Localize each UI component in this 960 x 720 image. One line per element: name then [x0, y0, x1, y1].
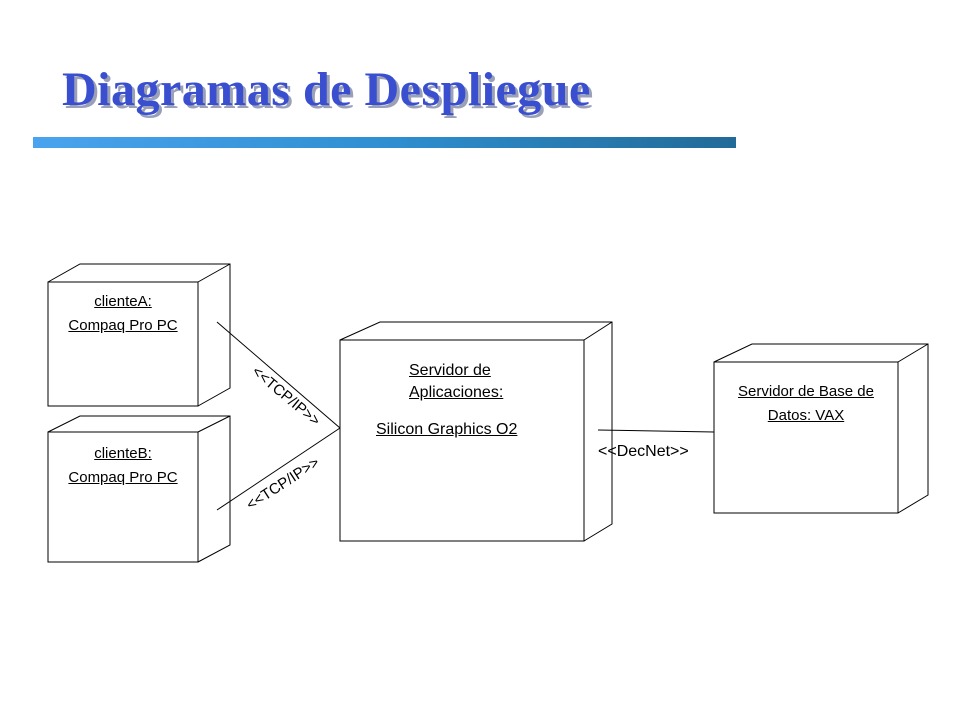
node-app-server-shape[interactable]	[339, 321, 613, 542]
clienteA-type: Compaq Pro PC	[68, 317, 178, 334]
node-app-server-label: Servidor de Aplicaciones:	[409, 360, 503, 405]
node-clienteB-shape[interactable]	[47, 415, 231, 563]
db-server-line1: Servidor de Base de	[738, 383, 874, 400]
node-clienteA-label: clienteA: Compaq Pro PC	[48, 290, 198, 338]
app-server-platform: Silicon Graphics O2	[376, 421, 518, 438]
clienteB-name: clienteB:	[94, 445, 152, 462]
node-db-server-label: Servidor de Base de Datos: VAX	[714, 380, 898, 428]
connector-appserver-dbserver	[597, 429, 715, 433]
connector-clienteA-appserver	[216, 321, 341, 429]
node-db-server-shape[interactable]	[713, 343, 929, 514]
node-clienteB-label: clienteB: Compaq Pro PC	[48, 442, 198, 490]
stereotype-decnet: <<DecNet>>	[598, 443, 689, 460]
node-clienteA-shape[interactable]	[47, 263, 231, 407]
connector-clienteB-appserver	[216, 427, 341, 511]
clienteA-name: clienteA:	[94, 293, 152, 310]
slide-title: Diagramas de Despliegue	[62, 63, 591, 116]
app-server-line2: Aplicaciones:	[409, 384, 504, 402]
clienteB-type: Compaq Pro PC	[68, 469, 178, 486]
db-server-line2: Datos: VAX	[767, 407, 845, 424]
app-server-line1: Servidor de	[409, 362, 491, 379]
title-underline-bar	[33, 137, 736, 148]
